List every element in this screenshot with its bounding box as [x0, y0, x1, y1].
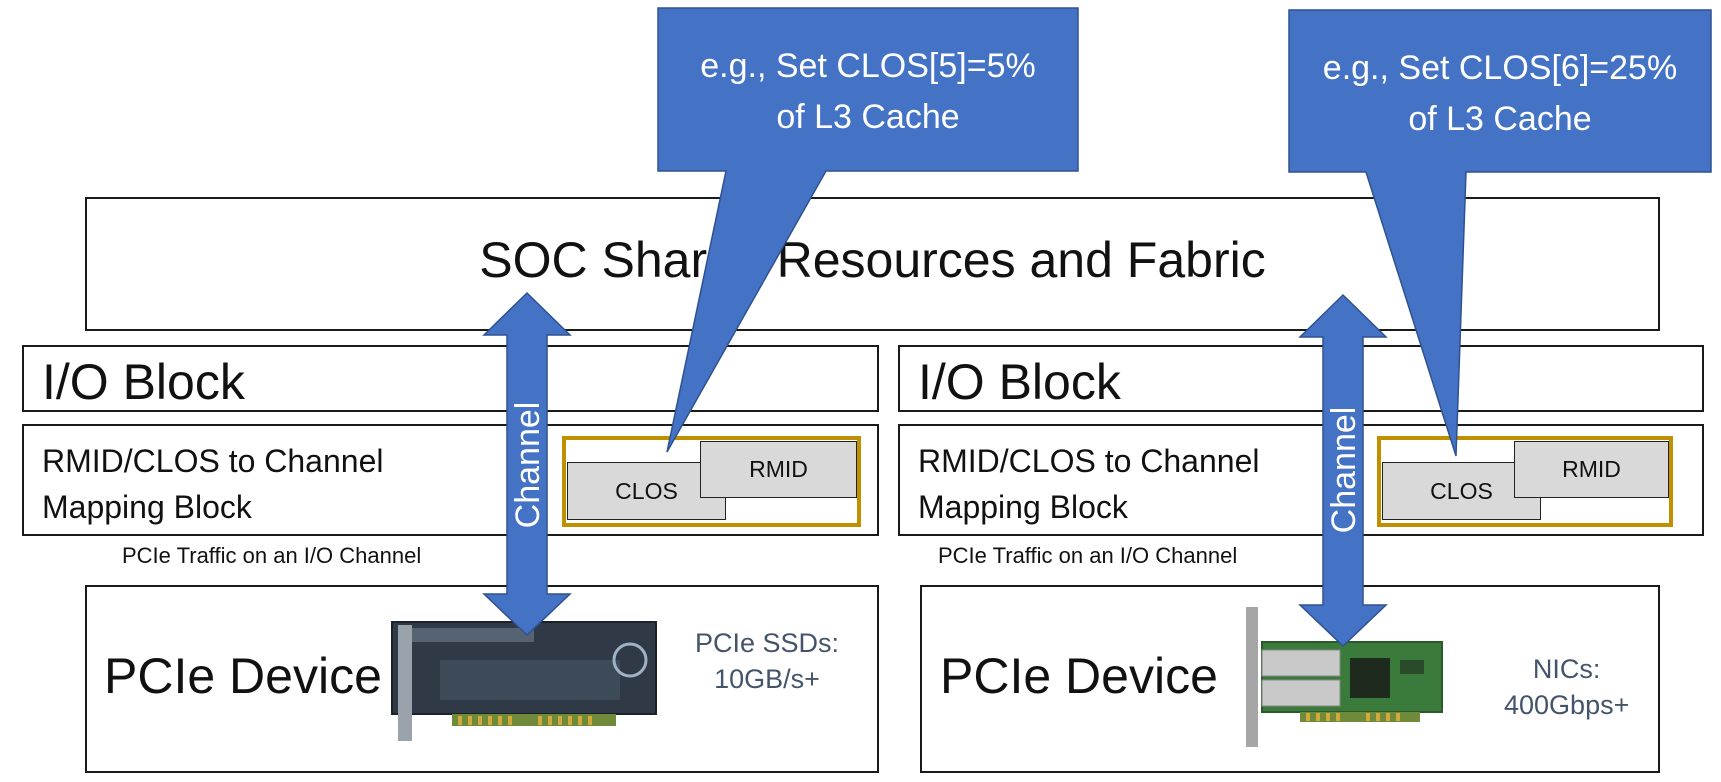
traffic-label-left: PCIe Traffic on an I/O Channel	[122, 543, 422, 568]
channel-arrow-right: Channel	[1298, 293, 1388, 648]
mapping-block-right: RMID/CLOS to Channel Mapping Block CLOS …	[898, 424, 1704, 536]
clos-rmid-register: CLOS RMID	[562, 436, 861, 527]
io-block-left: I/O Block	[22, 345, 879, 412]
pcie-ssd-card-image	[391, 621, 657, 741]
callout-line: e.g., Set CLOS[6]=25%	[1323, 49, 1677, 87]
soc-title: SOC Shared Resources and Fabric	[479, 232, 1266, 288]
io-block-title: I/O Block	[42, 354, 245, 410]
channel-label: Channel	[1325, 407, 1363, 534]
cache-allocation-callout-right: e.g., Set CLOS[6]=25% of L3 Cache	[1288, 9, 1712, 457]
channel-label: Channel	[509, 402, 547, 529]
io-block-right: I/O Block	[898, 345, 1704, 412]
io-block-title: I/O Block	[918, 354, 1121, 410]
device-note-line: NICs:	[1532, 654, 1601, 684]
device-note: NICs: 400Gbps+	[1504, 651, 1629, 723]
mapping-block-label: RMID/CLOS to Channel Mapping Block	[42, 443, 384, 525]
clos-field: CLOS	[567, 462, 726, 520]
network-interface-card-image	[1246, 607, 1443, 747]
cache-allocation-callout-left: e.g., Set CLOS[5]=5% of L3 Cache	[657, 7, 1079, 453]
device-note: PCIe SSDs: 10GB/s+	[695, 625, 839, 697]
device-title: PCIe Device	[940, 648, 1218, 704]
mapping-block-left: RMID/CLOS to Channel Mapping Block CLOS …	[22, 424, 879, 536]
clos-rmid-register: CLOS RMID	[1377, 436, 1673, 527]
mapping-block-label: RMID/CLOS to Channel Mapping Block	[918, 443, 1260, 525]
device-note-line: 400Gbps+	[1504, 690, 1630, 720]
device-note-line: 10GB/s+	[714, 664, 820, 694]
traffic-label-right: PCIe Traffic on an I/O Channel	[938, 543, 1238, 568]
channel-arrow-left: Channel	[482, 291, 572, 637]
rmid-field: RMID	[700, 441, 857, 498]
rmid-field: RMID	[1514, 441, 1669, 498]
callout-line: of L3 Cache	[776, 98, 959, 136]
device-note-line: PCIe SSDs:	[695, 628, 840, 658]
callout-line: e.g., Set CLOS[5]=5%	[700, 47, 1035, 85]
callout-line: of L3 Cache	[1408, 100, 1591, 138]
device-title: PCIe Device	[104, 648, 382, 704]
